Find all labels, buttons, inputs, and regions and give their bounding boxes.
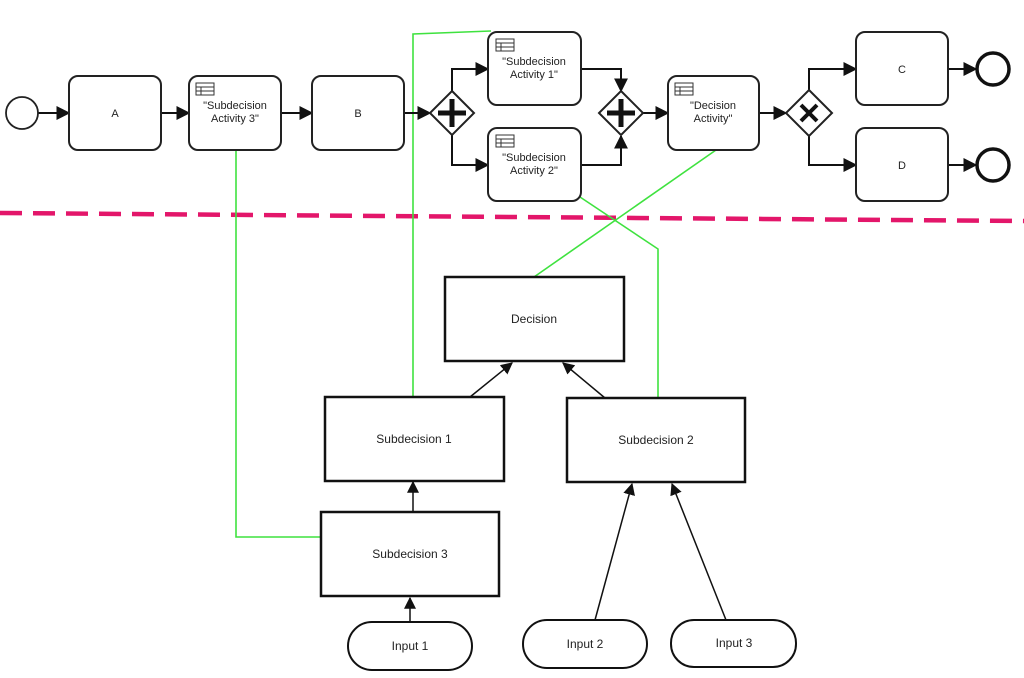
req-sub1-decision	[469, 362, 513, 398]
task-subdecision-activity-1: "Subdecision Activity 1"	[487, 31, 582, 106]
task-sub2-line2: Activity 2"	[510, 165, 558, 177]
separator-line	[0, 210, 1024, 224]
task-subdecision-activity-3: "Subdecision Activity 3"	[188, 75, 282, 151]
end-event-c	[975, 51, 1011, 87]
req-input2-sub2	[594, 482, 635, 621]
task-c-label: C	[898, 64, 906, 76]
task-sub2-line1: "Subdecision	[502, 152, 566, 164]
sequence-flows	[38, 62, 978, 172]
subdecision-3-label: Subdecision 3	[372, 547, 448, 561]
association-sub3	[235, 150, 322, 538]
x-icon	[799, 103, 819, 123]
task-subdecision-activity-2: "Subdecision Activity 2"	[487, 127, 582, 202]
subdecision-1-node: Subdecision 1	[323, 395, 506, 483]
association-lines	[235, 30, 717, 538]
association-sub2	[579, 196, 659, 397]
task-decision-activity: "Decision Activity"	[667, 75, 760, 151]
req-sub2-decision	[562, 362, 606, 399]
input-1-label: Input 1	[392, 639, 429, 653]
input-2-label: Input 2	[567, 637, 604, 651]
subdecision-2-label: Subdecision 2	[618, 433, 694, 447]
task-b-label: B	[354, 108, 361, 120]
plus-icon	[438, 99, 466, 127]
association-decision	[533, 149, 717, 278]
flow-xor-c	[808, 62, 858, 90]
flow-sub1-join	[581, 68, 628, 93]
task-decision-line2: Activity"	[694, 113, 733, 125]
plus-icon	[607, 99, 635, 127]
task-d: D	[855, 127, 949, 202]
task-sub1-line2: Activity 1"	[510, 69, 558, 81]
flow-split-sub2	[451, 134, 490, 172]
exclusive-gateway	[784, 88, 834, 138]
task-a-label: A	[111, 108, 119, 120]
input-3-label: Input 3	[716, 636, 753, 650]
flow-split-sub1	[451, 62, 490, 92]
decision-label: Decision	[511, 312, 557, 326]
subdecision-3-node: Subdecision 3	[319, 510, 501, 598]
requirement-arrows	[404, 362, 727, 622]
task-decision-line1: "Decision	[690, 100, 736, 112]
business-rule-table-icon	[674, 82, 694, 96]
input-1-node: Input 1	[347, 621, 473, 671]
task-sub1-line1: "Subdecision	[502, 56, 566, 68]
task-c: C	[855, 31, 949, 106]
association-sub1	[412, 30, 492, 397]
input-3-node: Input 3	[670, 619, 797, 668]
business-rule-table-icon	[495, 38, 515, 52]
subdecision-1-label: Subdecision 1	[376, 432, 452, 446]
end-event-d	[975, 147, 1011, 183]
task-d-label: D	[898, 160, 906, 172]
flow-sub2-join	[581, 134, 628, 166]
input-2-node: Input 2	[522, 619, 648, 669]
req-input3-sub2	[670, 482, 727, 621]
task-sub3-line1: "Subdecision	[203, 100, 267, 112]
parallel-join-gateway	[597, 89, 645, 137]
business-rule-table-icon	[195, 82, 215, 96]
flow-xor-d	[808, 136, 858, 172]
task-a: A	[68, 75, 162, 151]
parallel-split-gateway	[428, 89, 476, 137]
business-rule-table-icon	[495, 134, 515, 148]
decision-node: Decision	[443, 275, 626, 363]
subdecision-2-node: Subdecision 2	[565, 396, 747, 484]
task-b: B	[311, 75, 405, 151]
start-event	[5, 96, 39, 130]
task-sub3-line2: Activity 3"	[211, 113, 259, 125]
